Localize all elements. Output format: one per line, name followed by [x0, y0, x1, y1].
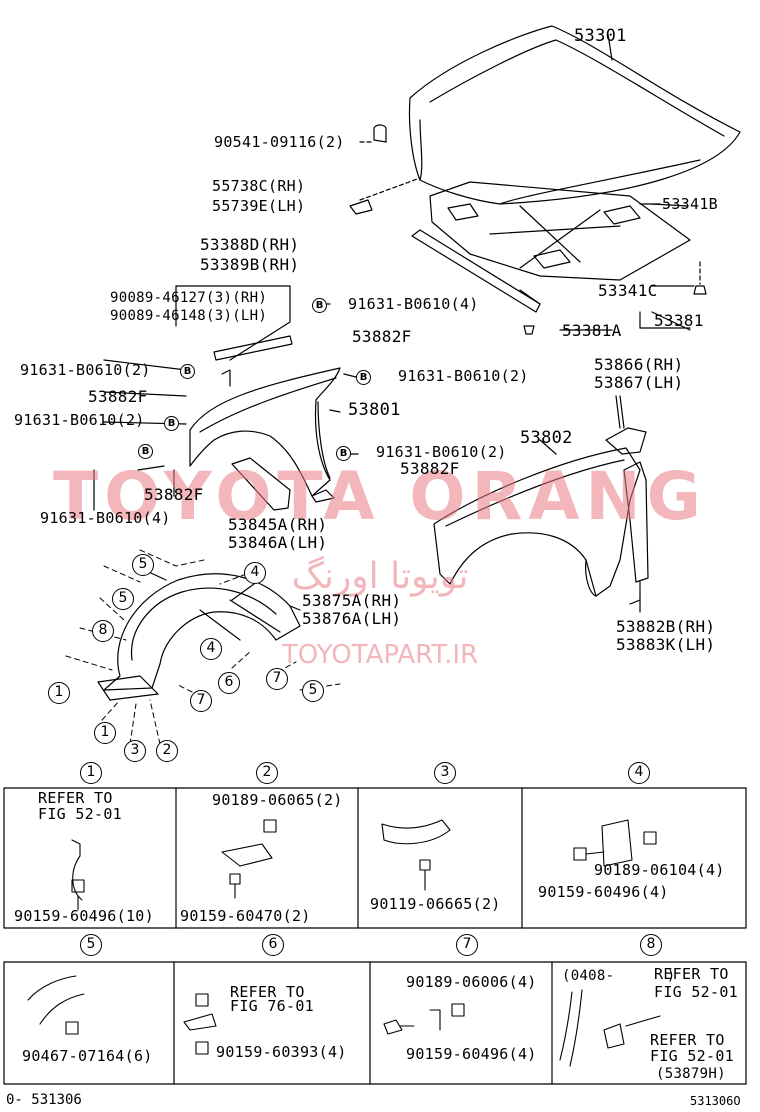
detail-6-refer: REFER TO [230, 983, 305, 1001]
seal-strip-drawing [213, 335, 293, 361]
callout-1: 1 [48, 682, 70, 704]
label-liner-rh: 53875A(RH) [302, 591, 402, 610]
bolt-marker: B [336, 446, 351, 461]
label-bracket-rh: 90089-46127(3)(RH) [110, 290, 268, 306]
label-bracket-53867: 53867(LH) [594, 373, 684, 392]
label-liner-lh: 53876A(LH) [302, 609, 402, 628]
callout-4: 4 [244, 562, 266, 584]
fender-rh-drawing [433, 447, 641, 597]
bolt-marker: B [312, 298, 327, 313]
bolt-marker: B [164, 416, 179, 431]
hood-insulator-drawing [429, 181, 691, 281]
label-bolt-4-top: 91631-B0610(4) [348, 295, 479, 313]
footer-left-code: 0- 531306 [6, 1092, 82, 1108]
detail-1-refer: REFER TO [38, 789, 113, 807]
label-pad-top: 53882F [352, 327, 412, 346]
label-seal-rh: 53388D(RH) [200, 235, 300, 254]
callout-8: 8 [92, 620, 114, 642]
cushion-drawing [349, 199, 373, 215]
footer-right-code: 531306O [690, 1094, 741, 1108]
label-bracket-lh: 90089-46148(3)(LH) [110, 308, 268, 324]
label-seal-53381: 53381 [654, 311, 704, 330]
label-bolt-2-right: 91631-B0610(2) [398, 367, 529, 385]
detail-8-number: 8 [640, 934, 662, 956]
label-cushion-lh: 55739E(LH) [212, 197, 306, 215]
detail-2-part-a: 90189-06065(2) [212, 791, 343, 809]
callout-5: 5 [302, 680, 324, 702]
bolt-marker: B [180, 364, 195, 379]
hood-cushion-drawing [373, 124, 387, 143]
detail-8-refer-b: REFER TO [650, 1031, 725, 1049]
detail-7-number: 7 [456, 934, 478, 956]
callout-7: 7 [266, 668, 288, 690]
detail-2-part-b: 90159-60470(2) [180, 907, 311, 925]
label-pad-low: 53882F [144, 485, 204, 504]
detail-5-part: 90467-07164(6) [22, 1047, 153, 1065]
label-fender-rh: 53802 [520, 428, 573, 448]
label-hood-cushion: 90541-09116(2) [214, 133, 345, 151]
label-seal-53882b: 53882B(RH) [616, 617, 716, 636]
label-cushion-rh: 55738C(RH) [212, 177, 306, 195]
detail-8-part: (53879H) [656, 1066, 726, 1082]
label-seal-53883k: 53883K(LH) [616, 635, 716, 654]
detail-frames [3, 787, 747, 1085]
label-bolt-4-low: 91631-B0610(4) [40, 509, 171, 527]
label-bracket-53866: 53866(RH) [594, 355, 684, 374]
detail-4-part-b: 90159-60496(4) [538, 883, 669, 901]
callout-5: 5 [132, 554, 154, 576]
detail-8-date: (0408- ) [562, 968, 676, 984]
detail-3-number: 3 [434, 762, 456, 784]
detail-1-part: 90159-60496(10) [14, 907, 154, 925]
label-fender-lh: 53801 [348, 400, 401, 420]
detail-2-number: 2 [256, 762, 278, 784]
label-sub-lh: 53846A(LH) [228, 533, 328, 552]
detail-5-number: 5 [80, 934, 102, 956]
bolt-marker: B [356, 370, 371, 385]
label-bolt-2-a: 91631-B0610(2) [20, 361, 151, 379]
detail-4-part-a: 90189-06104(4) [594, 861, 725, 879]
detail-8-refer-a: REFER TO [654, 965, 729, 983]
callout-1: 1 [94, 722, 116, 744]
label-pad-mid: 53882F [400, 459, 460, 478]
detail-7-part-b: 90159-60496(4) [406, 1045, 537, 1063]
label-insulator: 53341B [662, 195, 718, 213]
label-pad-left: 53882F [88, 387, 148, 406]
bolt-marker: B [138, 444, 153, 459]
hood-drawing [408, 25, 741, 205]
detail-8-fig-b: FIG 52-01 [650, 1047, 734, 1065]
label-sub-rh: 53845A(RH) [228, 515, 328, 534]
label-clip: 53341C [598, 281, 658, 300]
detail-3-part: 90119-06665(2) [370, 895, 501, 913]
fender-lh-drawing [189, 367, 341, 503]
detail-6-part: 90159-60393(4) [216, 1043, 347, 1061]
callout-4: 4 [200, 638, 222, 660]
detail-1-fig: FIG 52-01 [38, 805, 122, 823]
label-hood: 53301 [574, 26, 627, 46]
detail-6-fig: FIG 76-01 [230, 997, 314, 1015]
detail-4-number: 4 [628, 762, 650, 784]
detail-1-number: 1 [80, 762, 102, 784]
fender-bracket-drawing [605, 427, 647, 455]
callout-2: 2 [156, 740, 178, 762]
callout-6: 6 [218, 672, 240, 694]
callout-3: 3 [124, 740, 146, 762]
detail-6-number: 6 [262, 934, 284, 956]
fender-sub-drawing [231, 457, 291, 511]
label-bolt-2-b: 91631-B0610(2) [14, 411, 145, 429]
label-bolt-2-mid: 91631-B0610(2) [376, 443, 507, 461]
fender-seal-drawing [623, 461, 649, 583]
callout-5: 5 [112, 588, 134, 610]
detail-8-fig-a: FIG 52-01 [654, 983, 738, 1001]
label-seal-lh: 53389B(RH) [200, 255, 300, 274]
detail-7-part-a: 90189-06006(4) [406, 973, 537, 991]
label-seal-53381a: 53381A [562, 321, 622, 340]
callout-7: 7 [190, 690, 212, 712]
